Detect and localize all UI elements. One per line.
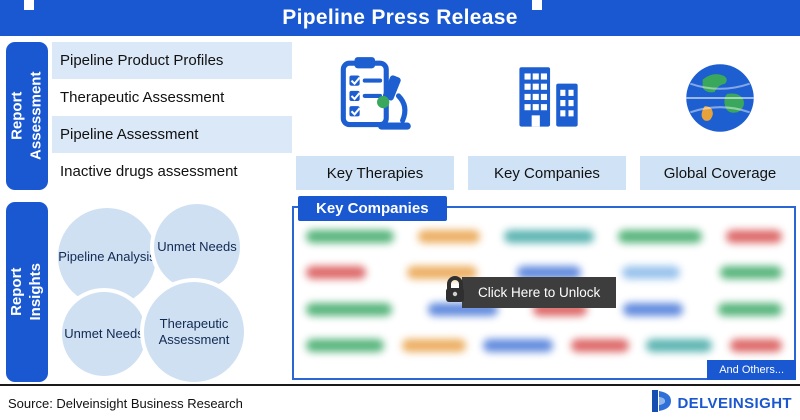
key-therapies-card: Key Therapies (296, 42, 454, 190)
key-companies-panel: Key Companies Click Here to Unlock And O… (292, 196, 796, 380)
panel-title: Key Companies (298, 196, 447, 221)
blurred-logo (517, 266, 581, 280)
report-insights-tab: Report Insights (6, 202, 48, 382)
clipboard-microscope-icon (296, 42, 454, 156)
header-decoration-square (24, 0, 34, 10)
insight-circles: Pipeline Analysis Unmet Needs Unmet Need… (48, 198, 262, 386)
blurred-logo (622, 302, 683, 316)
buildings-icon (468, 42, 626, 156)
insight-circle: Unmet Needs (58, 288, 150, 380)
blurred-logo (720, 266, 782, 280)
blurred-logo (729, 338, 782, 352)
globe-icon (640, 42, 800, 156)
unlock-button[interactable]: Click Here to Unlock (462, 277, 617, 308)
blurred-logo (306, 302, 392, 316)
lock-icon (442, 276, 468, 309)
blurred-logo-row (306, 338, 782, 352)
report-insights-label: Report Insights (8, 263, 45, 321)
report-assessment-tab: Report Assessment (6, 42, 48, 190)
blurred-logo (306, 230, 394, 243)
blurred-logo (483, 338, 554, 352)
source-text: Source: Delveinsight Business Research (8, 395, 243, 411)
list-item: Inactive drugs assessment (52, 153, 292, 190)
blurred-logo (418, 230, 480, 243)
blurred-logo (726, 230, 782, 243)
blurred-logo (570, 338, 629, 352)
blurred-logo (718, 302, 782, 316)
blurred-logo-row (306, 266, 782, 280)
header-bar: Pipeline Press Release (0, 0, 800, 36)
blurred-logo (406, 266, 477, 280)
and-others-badge: And Others... (707, 360, 796, 380)
blurred-logo (504, 230, 594, 243)
delveinsight-logo-icon (650, 389, 672, 418)
blurred-logo (401, 338, 466, 352)
report-assessment-label: Report Assessment (8, 71, 44, 161)
blurred-logo (306, 338, 384, 352)
footer-bar: Source: Delveinsight Business Research D… (0, 384, 800, 420)
blurred-logos (306, 230, 782, 352)
brand-logo: DELVEINSIGHT (650, 389, 792, 418)
insight-circle: Therapeutic Assessment (140, 278, 248, 386)
page-title: Pipeline Press Release (282, 6, 518, 29)
card-label: Key Companies (468, 156, 626, 190)
blurred-logo (621, 266, 680, 280)
unlock-control: Click Here to Unlock (442, 276, 617, 309)
blurred-logo-row (306, 230, 782, 243)
list-item: Pipeline Product Profiles (52, 42, 292, 79)
list-item: Therapeutic Assessment (52, 79, 292, 116)
header-decoration-square (532, 0, 542, 10)
blurred-logo (646, 338, 713, 352)
card-label: Key Therapies (296, 156, 454, 190)
brand-logo-text: DELVEINSIGHT (677, 394, 792, 412)
list-item: Pipeline Assessment (52, 116, 292, 153)
blurred-logo (306, 266, 366, 280)
assessment-list: Pipeline Product Profiles Therapeutic As… (52, 42, 292, 190)
card-label: Global Coverage (640, 156, 800, 190)
global-coverage-card: Global Coverage (640, 42, 800, 190)
blurred-logo (618, 230, 702, 243)
key-companies-card: Key Companies (468, 42, 626, 190)
